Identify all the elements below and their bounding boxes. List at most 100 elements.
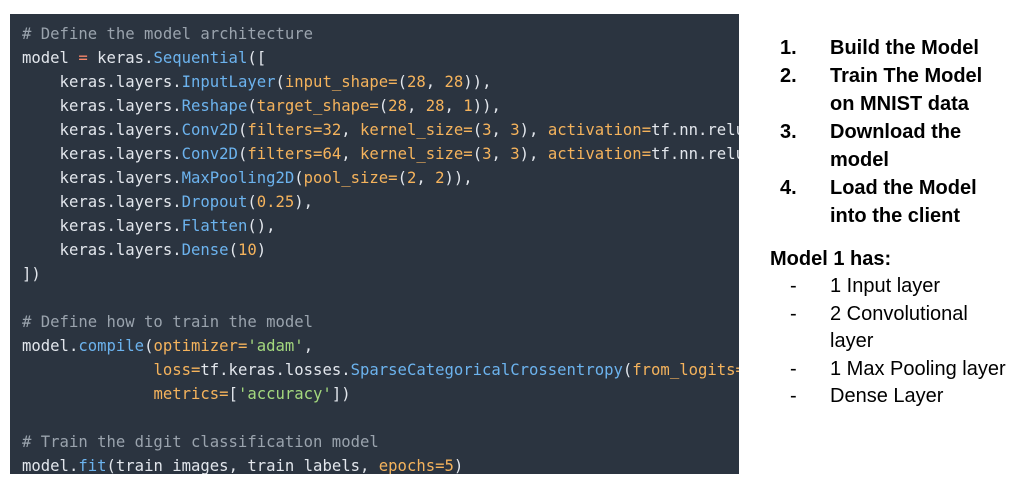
code-line: ]) (22, 262, 739, 286)
code-token: epochs=5 (378, 457, 454, 474)
code-token: ( (144, 337, 154, 355)
code-token: ) (453, 457, 464, 474)
model-summary-heading: Model 1 has: (770, 248, 892, 270)
code-token (22, 361, 153, 379)
code-line: keras.layers.Conv2D(filters=64, kernel_s… (22, 142, 739, 166)
code-token: = (78, 49, 88, 67)
code-token: ( (397, 169, 407, 187)
code-line: keras.layers.Reshape(target_shape=(28, 2… (22, 94, 739, 118)
model-summary-item: -1 Input layer (770, 273, 1024, 301)
code-token: activation= (547, 145, 652, 163)
model-summary-text: 1 Max Pooling layer (830, 357, 1006, 380)
code-token: ( (247, 97, 257, 115)
code-token: loss= (153, 361, 201, 379)
code-token: Dense (181, 241, 229, 259)
code-token: ( (247, 193, 257, 211)
code-token: SparseCategoricalCrossentropy (350, 361, 623, 379)
code-token: filters=64 (247, 145, 342, 163)
code-line (22, 406, 739, 430)
code-token: ) (256, 241, 267, 259)
code-token: , (444, 97, 464, 115)
code-token: , (341, 121, 361, 139)
code-token: ]) (22, 265, 41, 283)
step-item: 1.Build the Model (770, 34, 1024, 62)
code-token: model. (22, 337, 79, 355)
code-line: model.compile(optimizer='adam', (22, 334, 739, 358)
code-token: MaxPooling2D (181, 169, 295, 187)
code-token: # Train the digit classification model (22, 433, 379, 451)
step-text: Load the Model into the client (830, 177, 977, 227)
code-token: ( (237, 145, 248, 163)
code-token: 28 (406, 73, 426, 91)
code-token: 10 (237, 241, 257, 259)
code-token: 28 (444, 73, 464, 91)
notes-panel: 1.Build the Model 2. Train The Model on MN… (770, 34, 1024, 411)
code-token: ( (228, 241, 238, 259)
code-line: loss=tf.keras.losses.SparseCategoricalCr… (22, 358, 739, 382)
code-token: ( (397, 73, 407, 91)
code-token: keras.layers. (22, 121, 182, 139)
model-summary-item: - 1 Max Pooling layer (770, 356, 1024, 384)
code-token: keras.layers. (22, 169, 182, 187)
code-token: keras.layers. (22, 217, 182, 235)
code-token: Flatten (181, 217, 248, 235)
code-line: keras.layers.Flatten(), (22, 214, 739, 238)
code-token: ( (275, 73, 285, 91)
model-summary-text: 2 Convolutional layer (830, 302, 968, 353)
step-text: Download the model (830, 121, 962, 171)
model-summary-item: -2 Convolutional layer (770, 301, 1024, 356)
code-token: , (425, 73, 445, 91)
model-summary-list: -1 Input layer-2 Convolutional layer-1 M… (770, 273, 1024, 411)
code-token: ( (237, 121, 248, 139)
step-number: 2. (780, 65, 797, 87)
code-token: 2 (406, 169, 417, 187)
code-token: input_shape= (284, 73, 398, 91)
code-line: model.fit(train_images, train_labels, ep… (22, 454, 739, 474)
code-token: model. (22, 457, 79, 474)
code-token: keras.layers. (22, 193, 182, 211)
code-line: keras.layers.InputLayer(input_shape=(28,… (22, 70, 739, 94)
code-token: ( (294, 169, 304, 187)
model-summary-item: -Dense Layer (770, 383, 1024, 411)
code-token: pool_size= (303, 169, 398, 187)
code-token: ), (519, 121, 548, 139)
step-text: Train The Model on MNIST data (830, 65, 983, 115)
code-token: optimizer= (153, 337, 248, 355)
code-token (22, 385, 153, 403)
code-token: Conv2D (181, 121, 238, 139)
code-token: Conv2D (181, 145, 238, 163)
step-number: 4. (780, 177, 797, 199)
code-line: # Define the model architecture (22, 22, 739, 46)
code-token: , (491, 145, 511, 163)
code-token: ), (519, 145, 548, 163)
code-line: keras.layers.Conv2D(filters=32, kernel_s… (22, 118, 739, 142)
code-token: activation= (547, 121, 652, 139)
code-token: [ (228, 385, 238, 403)
step-item: 4. Load the Model into the client (770, 174, 1024, 230)
code-line: metrics=['accuracy']) (22, 382, 739, 406)
code-token: tf.nn.relu), (651, 145, 739, 163)
code-token: keras.layers. (22, 73, 182, 91)
code-token: ( (472, 145, 483, 163)
step-text: Build the Model (830, 37, 979, 59)
code-token: , (303, 337, 314, 355)
code-token: )), (444, 169, 473, 187)
code-line: keras.layers.Dropout(0.25), (22, 190, 739, 214)
code-line: # Define how to train the model (22, 310, 739, 334)
step-number: 3. (780, 121, 797, 143)
code-token: (train_images, train_labels, (106, 457, 379, 474)
code-token: Dropout (181, 193, 248, 211)
code-token: # Define the model architecture (22, 25, 314, 43)
bullet-dash: - (790, 275, 797, 297)
code-token: keras.layers. (22, 145, 182, 163)
code-token: 28 (425, 97, 445, 115)
code-token: Reshape (181, 97, 248, 115)
bullet-dash: - (790, 357, 797, 380)
code-token: 28 (388, 97, 407, 115)
code-token: 1 (463, 97, 473, 115)
code-token: fit (78, 457, 107, 474)
code-token: 'accuracy' (237, 385, 332, 403)
code-token: 3 (482, 145, 492, 163)
model-summary-text: Dense Layer (830, 385, 944, 407)
code-token: ), (294, 193, 314, 211)
